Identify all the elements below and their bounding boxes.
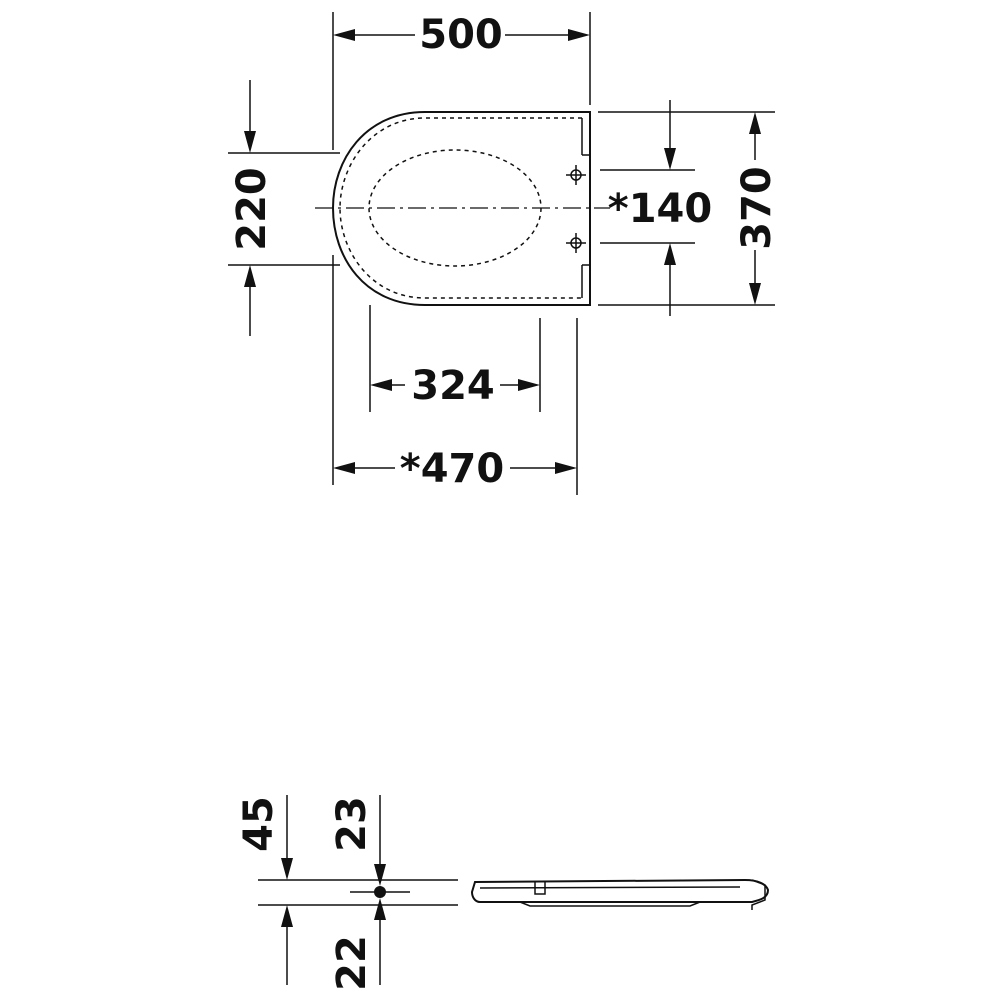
seat-outline (331, 111, 591, 306)
dim-label-45: 45 (236, 796, 282, 852)
hinge-hole-bottom (566, 233, 586, 253)
dimension-height-left: 220 (228, 80, 340, 336)
dimension-depth-right: 370 (598, 111, 780, 306)
dim-label-470: *470 (400, 446, 504, 492)
dim-label-22: 22 (329, 935, 375, 991)
hinge-hole-top (566, 165, 586, 185)
dimension-side: 45 23 22 (236, 795, 458, 991)
dim-label-220: 220 (229, 167, 275, 251)
seat-side-view (470, 878, 770, 910)
dim-label-324: 324 (411, 363, 495, 409)
dimension-width-top: 500 (332, 12, 591, 150)
seat-top-view (315, 111, 610, 306)
side-center-point (374, 886, 386, 898)
dimension-hinge-spacing: *140 (600, 100, 712, 316)
dim-label-23: 23 (329, 796, 375, 852)
dimension-bottom-width: *470 (332, 255, 578, 495)
seat-outline-inner (339, 117, 582, 299)
dim-label-370: 370 (734, 166, 780, 250)
dim-label-140: *140 (608, 186, 712, 232)
hinge-side-line (581, 118, 590, 298)
side-profile (470, 878, 770, 903)
dimension-inner-width: 324 (369, 305, 541, 412)
dim-label-500: 500 (419, 12, 503, 58)
